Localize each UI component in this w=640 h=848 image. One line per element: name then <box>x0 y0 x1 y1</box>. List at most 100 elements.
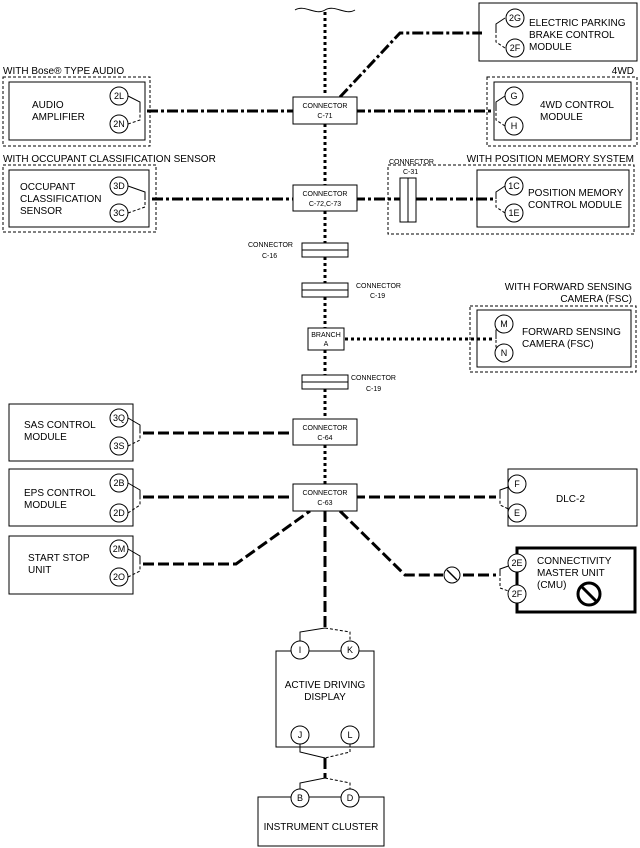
epb-module-box <box>478 2 638 62</box>
cmu-pin-2f-label: 2F <box>512 589 523 599</box>
wire-split-ic-b <box>299 777 326 790</box>
audio-pin-2l <box>109 86 129 106</box>
instrument-cluster-label: INSTRUMENT CLUSTER <box>264 822 379 833</box>
wire-add-l-merge <box>324 744 351 759</box>
add-pin-l-label: L <box>347 730 352 740</box>
connector-c71-label-2: C-71 <box>317 113 332 120</box>
connector-c19-lower <box>301 374 349 390</box>
connector-c19-upper-label-1: CONNECTOR <box>356 283 401 290</box>
wire-c71-epb <box>338 31 482 99</box>
dlc-pin-e-label: E <box>514 508 520 518</box>
branch-a <box>307 327 345 351</box>
connector-c31-label-2: C-31 <box>403 169 418 176</box>
dlc2-box <box>507 468 638 527</box>
connector-c64-label-2: C-64 <box>317 435 332 442</box>
cmu-label-1: CONNECTIVITY <box>537 556 612 567</box>
fsc-label-1: FORWARD SENSING <box>522 327 621 338</box>
connector-c64 <box>292 418 358 446</box>
epb-pin-2g <box>505 8 525 28</box>
connector-c63-label-1: CONNECTOR <box>303 490 348 497</box>
occupant-sensor-group-label: WITH OCCUPANT CLASSIFICATION SENSOR <box>3 154 216 165</box>
ssu-pin-2m-label: 2M <box>113 544 126 554</box>
connector-c16-label-2: C-16 <box>262 253 277 260</box>
epb-label-2: BRAKE CONTROL <box>529 30 615 41</box>
wire-add-j-merge <box>299 744 326 759</box>
cmu-pin-2e <box>507 553 527 573</box>
wire-ssu-c63 <box>143 509 311 566</box>
audio-label-1: AUDIO <box>32 100 64 111</box>
bose-audio-group-label: WITH Bose® TYPE AUDIO <box>3 66 124 77</box>
ocs-pin-3d <box>109 176 129 196</box>
add-pin-i-label: I <box>299 645 302 655</box>
pmc-label-1: POSITION MEMORY <box>528 188 624 199</box>
4wd-group-label: 4WD <box>612 66 634 77</box>
4wd-pin-g-label: G <box>510 91 517 101</box>
audio-pin-2l-label: 2L <box>114 91 124 101</box>
sas-label-1: SAS CONTROL <box>24 420 96 431</box>
not-applicable-icon <box>576 581 602 607</box>
connector-c72-label-2: C-72,C-73 <box>309 201 341 208</box>
cmu-pin-2f <box>507 584 527 604</box>
4wd-label-2: MODULE <box>540 112 583 123</box>
ssu-pin-wire-1 <box>127 548 141 564</box>
4wd-label-1: 4WD CONTROL <box>540 100 614 111</box>
fsc-group-frame <box>469 305 637 373</box>
4wd-group-frame <box>486 76 638 147</box>
add-label-2: DISPLAY <box>304 692 346 703</box>
ic-pin-b-label: B <box>297 793 303 803</box>
pmc-pin-wire-1 <box>495 185 506 199</box>
wire-c63-mark <box>338 509 443 577</box>
sas-pin-3s-label: 3S <box>113 441 124 451</box>
epb-pin-wire-1 <box>495 17 506 33</box>
fsc-pin-wire-2 <box>495 339 506 354</box>
fsc-pin-n <box>494 343 514 363</box>
add-pin-j <box>290 725 310 745</box>
dlc-pin-e <box>507 503 527 523</box>
fsc-group-label-line2: CAMERA (FSC) <box>560 294 632 305</box>
ocs-pin-3c-label: 3C <box>113 208 125 218</box>
ssu-pin-2o <box>109 567 129 587</box>
connector-c72-label-1: CONNECTOR <box>303 191 348 198</box>
add-pin-k <box>340 640 360 660</box>
sas-pin-wire-1 <box>127 417 141 433</box>
ssu-label-1: START STOP <box>28 553 90 564</box>
branch-a-label-2: A <box>324 341 329 348</box>
trunk-break-symbol <box>294 7 356 13</box>
connector-c31 <box>399 177 417 223</box>
add-pin-i <box>290 640 310 660</box>
connector-c64-label-1: CONNECTOR <box>303 425 348 432</box>
connector-c16-label-1: CONNECTOR <box>248 242 293 249</box>
ocs-pin-3d-label: 3D <box>113 181 125 191</box>
pmc-label-2: CONTROL MODULE <box>528 200 622 211</box>
eps-pin-2d <box>109 503 129 523</box>
ocs-label-1: OCCUPANT <box>20 182 75 193</box>
ssu-pin-2m <box>109 539 129 559</box>
connector-c71-label-1: CONNECTOR <box>303 103 348 110</box>
eps-pin-wire-1 <box>127 482 141 497</box>
cmu-pin-2e-label: 2E <box>511 558 522 568</box>
wire-split-add-k <box>324 627 351 641</box>
epb-pin-2f-label: 2F <box>510 43 521 53</box>
connector-c31-label-1: CONNECTOR <box>389 159 434 166</box>
eps-pin-2b-label: 2B <box>113 478 124 488</box>
connector-c71 <box>292 96 358 125</box>
position-memory-module-box <box>476 169 630 228</box>
branch-a-label-1: BRANCH <box>311 332 341 339</box>
audio-pin-wire-1 <box>127 95 141 111</box>
wire-split-add-i <box>299 627 326 641</box>
audio-pin-wire-2 <box>127 111 141 125</box>
audio-label-2: AMPLIFIER <box>32 112 85 123</box>
connector-c19-upper <box>301 282 349 298</box>
sas-pin-3s <box>109 436 129 456</box>
dlc-pin-f-label: F <box>514 479 520 489</box>
connector-c63 <box>292 483 358 512</box>
pmc-pin-wire-2 <box>495 199 506 214</box>
eps-pin-2b <box>109 473 129 493</box>
ic-pin-d-label: D <box>347 793 354 803</box>
connector-c63-label-2: C-63 <box>317 500 332 507</box>
add-pin-k-label: K <box>347 645 353 655</box>
ocs-pin-wire-1 <box>127 185 146 199</box>
ssu-label-2: UNIT <box>28 565 51 576</box>
add-pin-j-label: J <box>298 730 303 740</box>
